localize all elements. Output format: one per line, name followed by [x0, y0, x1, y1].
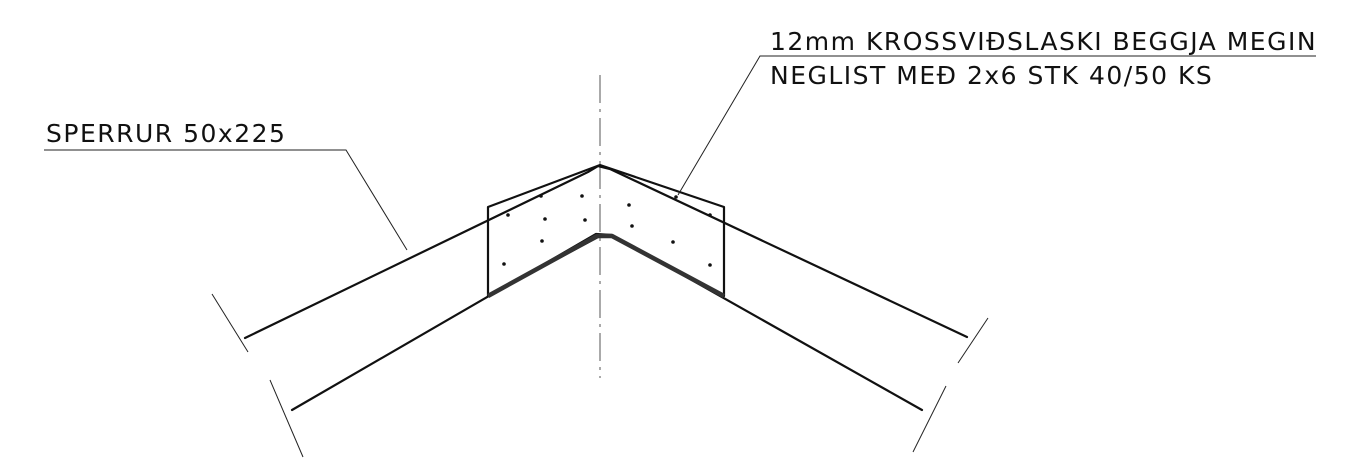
rafter-end-cut-right-lower	[912, 385, 947, 453]
gusset-label-line2: NEGLIST MEÐ 2x6 STK 40/50 KS	[770, 61, 1213, 90]
nail	[674, 195, 678, 199]
rafter-end-cut-left-upper	[211, 293, 249, 353]
gusset-label-line1: 12mm KROSSVIÐSLASKI BEGGJA MEGIN	[770, 27, 1317, 56]
nail	[540, 239, 544, 243]
nail-group-right	[627, 195, 712, 267]
nail-group-left	[502, 194, 587, 266]
nail	[627, 203, 631, 207]
gusset-bottom-edge	[486, 233, 726, 298]
rafter-bottom-edge	[290, 232, 924, 412]
nail	[580, 194, 584, 198]
rafter-leader	[44, 149, 408, 251]
nail	[630, 224, 634, 228]
nail	[708, 213, 712, 217]
rafter-end-cut-left-lower	[269, 379, 304, 458]
nail	[502, 262, 506, 266]
nail	[506, 213, 510, 217]
rafter-label: SPERRUR 50x225	[46, 119, 286, 148]
nail	[539, 194, 543, 198]
rafter-end-cut-right-upper	[957, 317, 989, 364]
gusset-leader	[677, 55, 1316, 196]
nail	[543, 217, 547, 221]
nail	[708, 263, 712, 267]
rafter-top-edge	[243, 164, 969, 340]
nail	[671, 240, 675, 244]
nail	[583, 218, 587, 222]
